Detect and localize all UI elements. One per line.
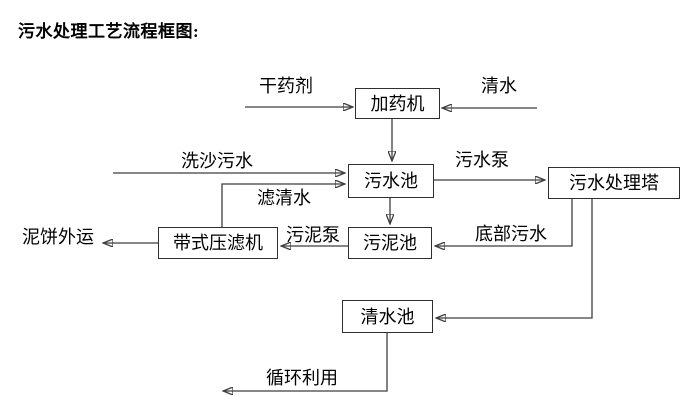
page-title: 污水处理工艺流程框图: [18,22,200,41]
arrow-filtered-water [221,184,345,227]
node-dosing-machine: 加药机 [355,88,440,119]
arrow-tower-to-clean-pool [436,199,593,318]
arrow-bottom-sewage [435,199,573,246]
flow-label-filtered-water: 滤清水 [257,188,311,208]
flow-label-recycle-use: 循环利用 [266,368,338,388]
flow-label-sewage-pump: 污水泵 [455,150,509,170]
node-sludge-pool: 污泥池 [348,227,432,259]
flow-label-clean-water: 清水 [481,76,517,96]
arrow-recycle-use [223,333,388,391]
node-sewage-pool: 污水池 [348,164,434,198]
flow-label-sludge-pump: 污泥泵 [286,225,340,245]
node-treatment-tower: 污水处理塔 [548,167,680,199]
node-belt-filter-press: 带式压滤机 [158,227,278,259]
flow-label-sand-washing-sewage: 洗沙污水 [181,151,253,171]
node-clean-water-pool: 清水池 [342,300,433,333]
flow-label-bottom-sewage: 底部污水 [475,224,547,244]
flow-label-dry-agent: 干药剂 [259,76,313,96]
flow-label-mud-cake-out: 泥饼外运 [22,227,94,247]
